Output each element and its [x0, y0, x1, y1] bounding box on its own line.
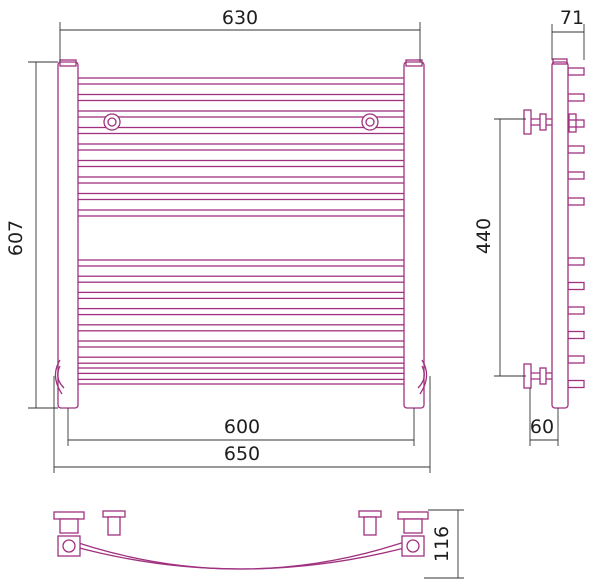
dimension-label-60: 60	[530, 416, 554, 438]
crossbar	[75, 176, 407, 184]
crossbar	[75, 372, 407, 381]
side-crossbar	[567, 257, 585, 266]
side-crossbar	[567, 67, 585, 76]
bottom-curve-outer	[57, 535, 423, 570]
bottom-view	[53, 510, 429, 570]
dimension-wall-offset: 60	[529, 388, 559, 446]
dimension-connection-spacing: 440	[473, 118, 526, 377]
side-crossbar	[567, 379, 585, 389]
bottom-curve-inner	[71, 545, 413, 570]
dimension-label-116: 116	[431, 526, 453, 562]
connector-right	[361, 113, 379, 131]
side-crossbar	[567, 330, 585, 340]
dimension-top-width: 630	[59, 7, 421, 62]
side-crossbar	[567, 145, 585, 154]
crossbar	[75, 356, 407, 364]
bottom-bracket-right	[358, 510, 382, 536]
crossbar	[75, 143, 407, 151]
left-pipe-cap	[59, 59, 77, 67]
side-crossbar	[567, 197, 585, 206]
crossbar	[75, 209, 407, 217]
crossbar	[75, 159, 407, 168]
dimension-label-71: 71	[560, 7, 584, 29]
side-crossbar	[567, 171, 585, 180]
dimension-label-630: 630	[222, 7, 258, 29]
side-connector	[568, 113, 577, 133]
right-collector-pipe	[403, 61, 425, 409]
side-crossbar	[567, 306, 585, 315]
crossbar	[75, 126, 407, 135]
crossbar	[75, 307, 407, 316]
crossbar	[75, 259, 407, 267]
dimension-pipe-spacing: 600	[67, 408, 415, 446]
crossbar	[75, 340, 407, 348]
side-valve-top	[523, 109, 552, 135]
dimension-side-width: 71	[551, 7, 585, 60]
crossbar	[75, 291, 407, 300]
side-crossbar	[567, 281, 585, 291]
dimension-total-height: 607	[5, 61, 58, 409]
side-collector-pipe	[551, 61, 569, 409]
dimension-label-650: 650	[224, 443, 260, 465]
crossbar	[75, 93, 407, 102]
crossbar	[75, 192, 407, 201]
front-view	[54, 59, 428, 409]
side-valve-bottom	[523, 363, 552, 389]
dimension-label-440: 440	[473, 218, 495, 254]
crossbar	[75, 110, 407, 118]
right-bottom-bend-inner	[417, 365, 425, 389]
side-view	[523, 58, 585, 409]
bottom-bracket-left	[102, 510, 126, 536]
side-pipe-cap	[552, 58, 568, 65]
side-crossbar	[567, 355, 585, 364]
front-crossbars	[75, 77, 407, 385]
side-crossbar	[567, 93, 585, 102]
left-collector-pipe	[57, 61, 79, 409]
dimension-bottom-width: 650	[53, 376, 431, 473]
right-bottom-bend	[419, 359, 428, 395]
bottom-valve-right	[397, 511, 429, 557]
left-bottom-bend	[54, 359, 63, 395]
dimension-bottom-depth: 116	[424, 509, 464, 579]
crossbar	[75, 324, 407, 332]
crossbar	[75, 77, 407, 85]
dimension-label-600: 600	[224, 416, 260, 438]
crossbar	[75, 275, 407, 283]
right-pipe-cap	[405, 59, 423, 67]
connector-left	[103, 113, 121, 131]
left-bottom-bend-inner	[57, 365, 65, 389]
bottom-valve-left	[53, 511, 85, 557]
dimension-label-607: 607	[5, 220, 27, 256]
